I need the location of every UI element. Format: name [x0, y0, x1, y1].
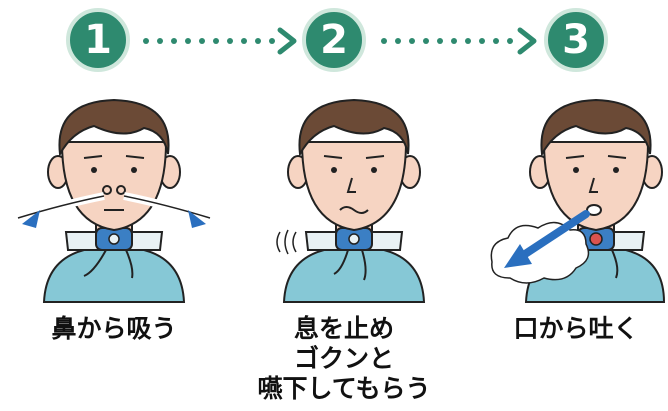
step-1-caption-line: 鼻から吸う [51, 314, 177, 343]
step-1-number: 1 [84, 17, 112, 63]
step-3-illustration [490, 98, 666, 303]
step-2-caption-line-3: 嚥下してもらう [257, 374, 431, 403]
step-2-badge: 2 [302, 8, 366, 72]
step-2-caption: 息を止め ゴクンと 嚥下してもらう [244, 314, 444, 404]
step-3-caption: 口から吐く [484, 314, 668, 344]
step-1-caption: 鼻から吸う [14, 314, 214, 344]
step-1-illustration [16, 98, 212, 303]
dotted-arrow-1-to-2 [143, 27, 297, 55]
step-3-badge: 3 [544, 8, 608, 72]
dotted-arrow-2-to-3 [381, 27, 537, 55]
step-2-illustration [276, 98, 426, 303]
step-2-caption-line-2: ゴクンと [293, 344, 394, 373]
step-3-number: 3 [562, 17, 590, 63]
step-2-number: 2 [320, 17, 348, 63]
step-2-caption-line-1: 息を止め [293, 314, 394, 343]
step-3-caption-line: 口から吐く [513, 314, 639, 343]
step-1-badge: 1 [66, 8, 130, 72]
